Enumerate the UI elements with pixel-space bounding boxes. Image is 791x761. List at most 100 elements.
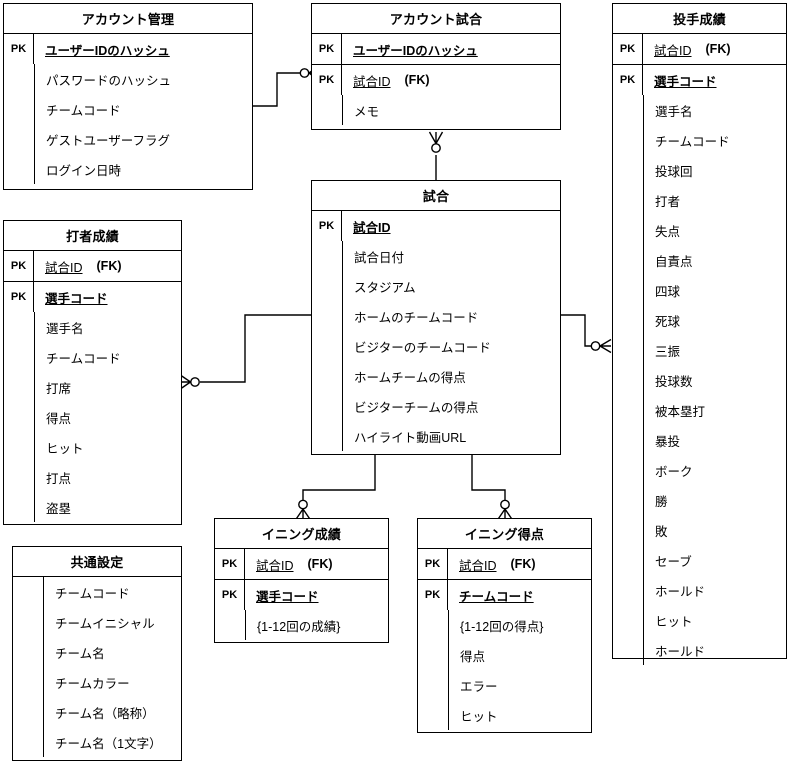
relationship-account-kanri-to-account-shiai <box>253 65 319 107</box>
attribute-row: ヒット <box>46 441 84 456</box>
table-row[interactable]: PK 試合ID(FK) <box>613 34 786 65</box>
entity-key-rows: PK 試合ID (FK) PK チームコード <box>418 549 591 610</box>
attribute-name: 選手コード <box>654 74 717 89</box>
attribute-row: チーム名（1文字） <box>55 736 162 751</box>
attribute-row: メモ <box>354 104 380 119</box>
table-row[interactable]: PK 選手コード <box>613 65 786 95</box>
entity-attribute-rows: {1-12回の得点} 得点 エラー ヒット <box>418 610 591 730</box>
entity-inning-tokuten[interactable]: イニング得点 PK 試合ID (FK) PK チームコード {1-12回の得点} … <box>417 518 592 733</box>
entity-shiai[interactable]: 試合 PK 試合ID 試合日付 スタジアム ホームのチームコード ビジターのチー… <box>311 180 561 455</box>
entity-key-rows: PK 試合ID <box>312 211 560 241</box>
entity-account-shiai[interactable]: アカウント試合 PK ユーザーIDのハッシュ PK 試合ID(FK) メモ <box>311 3 561 130</box>
attribute-key-text: 試合ID <box>654 43 692 58</box>
attribute-row: 打点 <box>46 471 72 486</box>
attribute-row: 投球回 <box>655 164 693 179</box>
attribute-row: パスワードのハッシュ <box>46 73 172 88</box>
table-row[interactable]: PK 試合ID(FK) <box>312 65 560 95</box>
pk-column-spacer <box>215 610 245 640</box>
pk-column-spacer <box>4 64 34 184</box>
attribute-row: 被本塁打 <box>655 404 706 419</box>
attribute-row: 選手名 <box>46 321 84 336</box>
attribute-row: ヒット <box>655 614 693 629</box>
entity-title: イニング得点 <box>418 519 591 549</box>
pk-marker: PK <box>312 65 342 95</box>
table-row[interactable]: PK ユーザーIDのハッシュ <box>312 34 560 65</box>
pk-column-spacer <box>4 312 34 522</box>
table-row[interactable]: PK 試合ID <box>312 211 560 241</box>
attribute-row: ボーク <box>655 464 693 479</box>
attribute-row: 三振 <box>655 344 681 359</box>
table-row[interactable]: PK ユーザーIDのハッシュ <box>4 34 252 64</box>
attribute-row: ハイライト動画URL <box>354 430 467 445</box>
table-row[interactable]: PK 選手コード <box>4 282 181 312</box>
pk-marker: PK <box>4 282 34 312</box>
fk-marker: (FK) <box>510 557 536 571</box>
pk-column-spacer <box>418 610 448 730</box>
attribute-row: セーブ <box>655 554 692 569</box>
entity-key-rows: PK ユーザーIDのハッシュ <box>4 34 252 64</box>
attribute-row: 盗塁 <box>46 501 72 516</box>
entity-title: 打者成績 <box>4 221 181 251</box>
entity-title: イニング成績 <box>215 519 388 549</box>
attribute-key-text: 試合ID <box>459 558 497 573</box>
attribute-key-text: 試合ID <box>256 558 294 573</box>
pk-marker: PK <box>4 251 34 281</box>
pk-marker: PK <box>418 580 448 610</box>
table-row[interactable]: PK 試合ID(FK) <box>4 251 181 282</box>
attribute-row: チームカラー <box>55 676 130 691</box>
attribute-row: ホームチームの得点 <box>354 370 466 385</box>
pk-marker: PK <box>4 34 34 64</box>
entity-account-kanri[interactable]: アカウント管理 PK ユーザーIDのハッシュ パスワードのハッシュ チームコード… <box>3 3 253 190</box>
attribute-row: 自責点 <box>655 254 693 269</box>
attribute-row: ビジターのチームコード <box>354 340 491 355</box>
entity-kyoutsuu-settei[interactable]: 共通設定 チームコード チームイニシャル チーム名 チームカラー チーム名（略称… <box>12 546 182 761</box>
attribute-row: 四球 <box>655 284 681 299</box>
relationship-shiai-to-inning-tokuten <box>471 455 513 519</box>
table-row[interactable]: PK 選手コード <box>215 580 388 610</box>
table-row[interactable]: PK チームコード <box>418 580 591 610</box>
table-row[interactable]: PK 試合ID(FK) <box>215 549 388 580</box>
pk-marker: PK <box>613 34 643 64</box>
attribute-row: 得点 <box>46 411 72 426</box>
entity-inning-seiseki[interactable]: イニング成績 PK 試合ID(FK) PK 選手コード {1-12回の成績} <box>214 518 389 643</box>
attribute-row: ゲストユーザーフラグ <box>46 133 171 148</box>
attribute-row: {1-12回の成績} <box>257 619 341 634</box>
pk-marker: PK <box>312 34 342 64</box>
attribute-name: チームコード <box>459 589 534 604</box>
table-row[interactable]: PK 試合ID(FK) <box>418 549 591 580</box>
relationship-shiai-to-inning-seiseki <box>295 455 376 519</box>
attribute-row: 打席 <box>46 381 72 396</box>
entity-title: 共通設定 <box>13 547 181 577</box>
attribute-name: 選手コード <box>45 291 108 306</box>
attribute-row: 死球 <box>655 314 681 329</box>
attribute-row: 暴投 <box>655 434 681 449</box>
entity-key-rows: PK ユーザーIDのハッシュ PK 試合ID(FK) <box>312 34 560 95</box>
pk-column-spacer <box>13 577 43 757</box>
attribute-row: 勝 <box>655 494 668 509</box>
attribute-name: ユーザーIDのハッシュ <box>45 43 170 58</box>
attribute-row: ホールド <box>655 644 706 659</box>
entity-attribute-rows: パスワードのハッシュ チームコード ゲストユーザーフラグ ログイン日時 <box>4 64 252 184</box>
attribute-row: 投球数 <box>655 374 693 389</box>
entity-key-rows: PK 試合ID(FK) PK 選手コード <box>4 251 181 312</box>
attribute-name: 試合ID(FK) <box>34 251 181 281</box>
attribute-row: 試合日付 <box>354 250 405 265</box>
attribute-row: {1-12回の得点} <box>460 619 544 634</box>
attribute-row: チームコード <box>46 351 121 366</box>
entity-title: アカウント管理 <box>4 4 252 34</box>
entity-attribute-rows: 選手名 チームコード 打席 得点 ヒット 打点 盗塁 <box>4 312 181 522</box>
entity-title: 試合 <box>312 181 560 211</box>
entity-dasha-seiseki[interactable]: 打者成績 PK 試合ID(FK) PK 選手コード 選手名 チームコード 打席 … <box>3 220 182 525</box>
entity-toushu-seiseki[interactable]: 投手成績 PK 試合ID(FK) PK 選手コード 選手名 チームコード 投球回… <box>612 3 787 665</box>
attribute-row: エラー <box>460 679 498 694</box>
entity-attribute-rows: チームコード チームイニシャル チーム名 チームカラー チーム名（略称） チーム… <box>13 577 181 757</box>
attribute-name: 試合ID <box>353 220 391 235</box>
pk-column-spacer <box>613 95 643 665</box>
attribute-key-text: 試合ID <box>353 74 391 89</box>
attribute-name: 試合ID(FK) <box>342 65 560 95</box>
attribute-row: ログイン日時 <box>46 163 122 178</box>
attribute-name: 試合ID(FK) <box>643 34 786 64</box>
attribute-row: 敗 <box>655 524 668 539</box>
attribute-row: 選手名 <box>655 104 693 119</box>
